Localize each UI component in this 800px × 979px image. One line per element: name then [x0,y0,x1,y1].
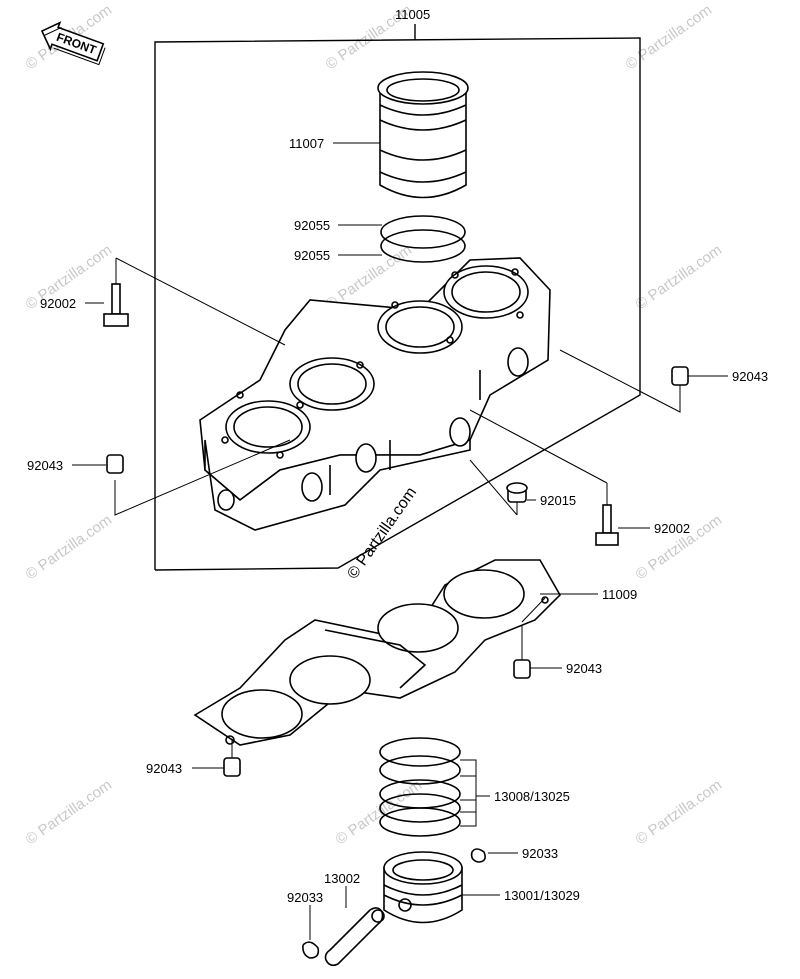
label-11005: 11005 [395,7,430,22]
watermark: © Partzilla.com [333,776,426,848]
label-92015: 92015 [540,493,576,508]
label-13002: 13002 [324,871,360,886]
label-92033-left: 92033 [287,890,323,905]
leader-lines [72,142,728,769]
watermark: © Partzilla.com [633,776,726,848]
assembly-bracket [154,24,641,571]
label-92002-left: 92002 [40,296,76,311]
label-92033-right: 92033 [522,846,558,861]
label-92055-upper: 92055 [294,218,330,233]
watermark-center: © Partzilla.com [344,484,420,582]
watermark: © Partzilla.com [23,511,116,583]
bolt-right [469,409,619,546]
part-labels: 11005 11007 92055 92055 92002 92043 9204… [27,7,768,905]
label-92055-lower: 92055 [294,248,330,263]
o-rings [380,215,466,263]
label-13008-13025: 13008/13025 [494,789,570,804]
cylinder-liner [377,71,469,199]
watermark: © Partzilla.com [23,776,116,848]
bolt-left [103,257,286,346]
dowel-pins [106,349,689,777]
label-92043-right-top: 92043 [732,369,768,384]
watermark: © Partzilla.com [623,1,716,73]
label-13001-13029: 13001/13029 [504,888,580,903]
base-gasket [193,559,561,746]
label-92043-gasket-left: 92043 [146,761,182,776]
plug [469,459,528,516]
piston [383,851,500,924]
label-11007: 11007 [289,136,324,151]
label-92043-left: 92043 [27,458,63,473]
watermark: © Partzilla.com [633,241,726,313]
circlips [302,848,518,959]
cylinder-block [199,257,551,531]
piston-pin [324,886,385,967]
piston-rings [379,737,490,837]
label-92043-gasket: 92043 [566,661,602,676]
label-11009: 11009 [602,587,637,602]
label-92002-right: 92002 [654,521,690,536]
